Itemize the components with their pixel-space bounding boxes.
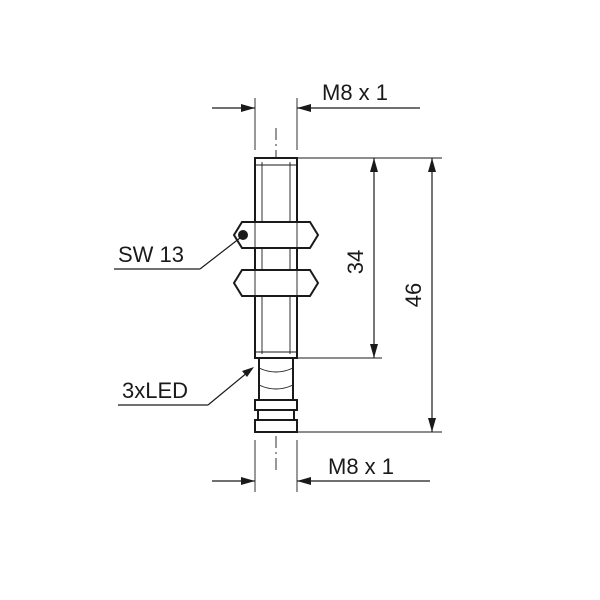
hex-nut-upper — [232, 221, 320, 249]
dimension-thread-bottom — [212, 477, 430, 485]
dimension-thread-top — [212, 104, 420, 112]
dimension-total-length — [428, 158, 436, 432]
dimension-thread-length — [370, 158, 378, 358]
led-leader — [118, 367, 254, 406]
threaded-body — [254, 157, 298, 359]
hex-nut-lower — [232, 269, 320, 297]
thread-length-label: 34 — [343, 250, 368, 274]
total-length-label: 46 — [401, 283, 426, 307]
thread-label-bottom: M8 x 1 — [328, 454, 394, 479]
extension-lines — [254, 98, 442, 492]
led-indicator-dot — [238, 230, 248, 240]
thread-label-top: M8 x 1 — [322, 80, 388, 105]
led-label: 3xLED — [122, 378, 188, 403]
led-housing — [258, 357, 294, 401]
wrench-size-leader — [114, 237, 241, 270]
wrench-size-label: SW 13 — [118, 242, 184, 267]
connector — [254, 399, 298, 433]
